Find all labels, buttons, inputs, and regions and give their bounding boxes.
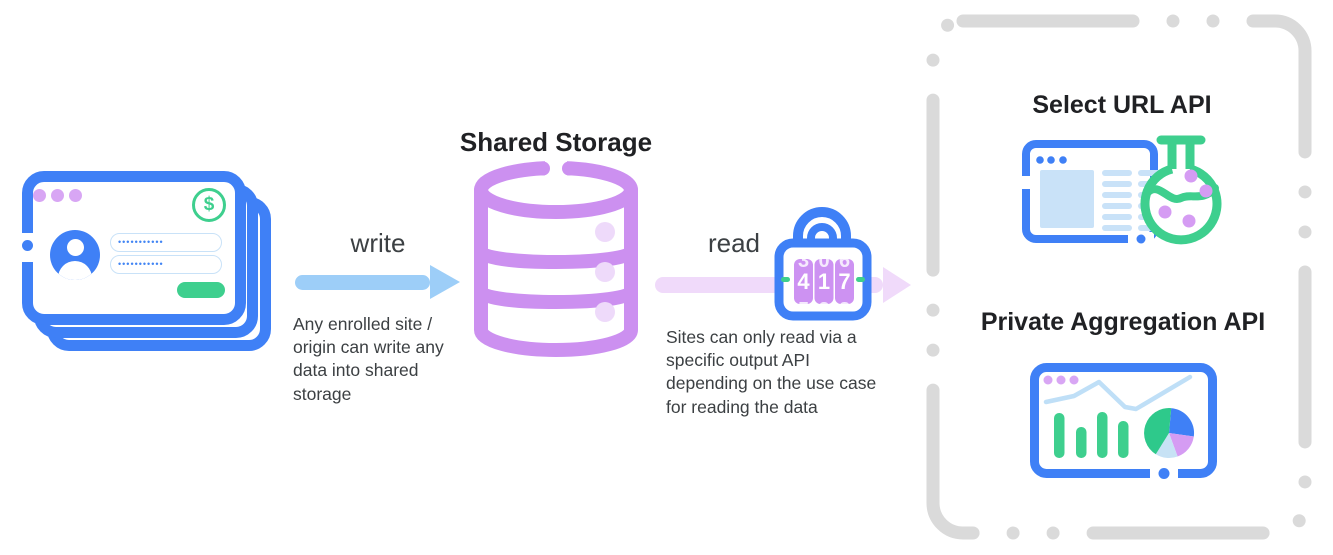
shared-storage-title: Shared Storage <box>459 127 653 157</box>
private-aggregation-api-icon <box>1030 363 1217 480</box>
dial-digit-above: 0 <box>818 250 829 272</box>
lock-dial[interactable] <box>814 259 834 304</box>
bar-chart-icon <box>1054 412 1129 458</box>
avatar-head-icon <box>66 239 84 256</box>
read-caption: Sites can only read via a specific outpu… <box>666 326 876 419</box>
read-arrow-head-icon <box>883 267 911 303</box>
submit-button[interactable] <box>177 282 225 298</box>
dial-digit-below: 2 <box>818 299 829 321</box>
traffic-dots-icon <box>33 189 82 202</box>
dial-digit-below: 8 <box>839 299 850 321</box>
write-arrow <box>295 275 430 290</box>
border-notch-dot-icon <box>1136 234 1146 244</box>
caption-line: Sites can only read via a <box>666 327 857 347</box>
traffic-dot-icon <box>1036 156 1044 164</box>
combination-lock-icon: 3 0 6 5 2 8 4 1 7 <box>774 207 872 321</box>
border-notch-dot-icon <box>22 239 33 251</box>
database-dot-icon <box>595 262 615 282</box>
caption-line: Any enrolled site / <box>293 314 433 334</box>
avatar-icon <box>50 230 100 280</box>
dollar-icon: $ <box>192 188 226 222</box>
database-dot-icon <box>595 222 615 242</box>
dial-digit-above: 3 <box>798 250 809 272</box>
dial-digit-above: 6 <box>839 250 850 272</box>
database-dot-icon <box>595 302 615 322</box>
dashed-border-icon <box>926 14 1312 540</box>
caption-line: data into shared <box>293 360 419 381</box>
border-notch-dot-icon <box>1158 468 1170 479</box>
flask-icon <box>1140 135 1222 245</box>
password-dots: ••••••••••• <box>118 259 164 269</box>
dial-marker-icon <box>856 277 865 282</box>
traffic-dot-icon <box>1059 156 1067 164</box>
traffic-dot-icon <box>51 189 64 202</box>
dollar-sign: $ <box>203 194 215 215</box>
caption-line: depending on the use case <box>666 373 877 394</box>
lock-dial[interactable] <box>794 259 813 304</box>
select-url-api-title: Select URL API <box>1032 91 1212 119</box>
dial-digit: 7 <box>838 269 850 294</box>
avatar-shoulders-icon <box>58 261 92 280</box>
write-arrow-head-icon <box>430 265 460 299</box>
caption-line: storage <box>293 383 352 404</box>
lock-shackle-icon <box>793 207 851 250</box>
output-apis-container <box>926 14 1312 540</box>
dial-marker-icon <box>781 277 790 282</box>
private-aggregation-api-title: Private Aggregation API <box>980 308 1266 336</box>
username-field[interactable]: ••••••••••• <box>110 233 222 252</box>
caption-line: origin can write any <box>293 337 444 358</box>
pie-chart-icon <box>1144 408 1195 459</box>
login-window-icon: $ ••••••••••• ••••••••••• <box>20 171 246 325</box>
content-block-icon <box>1040 170 1094 228</box>
traffic-dot-icon <box>69 189 82 202</box>
password-dots: ••••••••••• <box>118 237 164 247</box>
write-label: write <box>350 228 406 258</box>
bubble-icon <box>1182 214 1196 228</box>
traffic-dot-icon <box>1056 375 1066 385</box>
caption-line: specific output API <box>666 350 810 371</box>
password-field[interactable]: ••••••••••• <box>110 255 222 274</box>
bubble-icon <box>1199 184 1213 198</box>
bubble-icon <box>1158 205 1172 219</box>
dial-digit: 1 <box>818 269 830 294</box>
dial-digit: 4 <box>797 269 810 294</box>
traffic-dot-icon <box>1047 156 1055 164</box>
line-chart-icon <box>1043 374 1193 412</box>
traffic-dot-icon <box>1069 375 1079 385</box>
select-url-api-icon <box>1021 135 1222 245</box>
database-icon <box>474 158 638 357</box>
write-caption: Any enrolled site / origin can write any… <box>293 313 444 406</box>
traffic-dot-icon <box>1043 375 1053 385</box>
dial-digit-below: 5 <box>798 299 809 321</box>
caption-line: for reading the data <box>666 396 818 417</box>
read-label: read <box>707 228 761 258</box>
traffic-dot-icon <box>33 189 46 202</box>
bubble-icon <box>1184 169 1198 183</box>
lock-dial[interactable] <box>835 259 854 304</box>
